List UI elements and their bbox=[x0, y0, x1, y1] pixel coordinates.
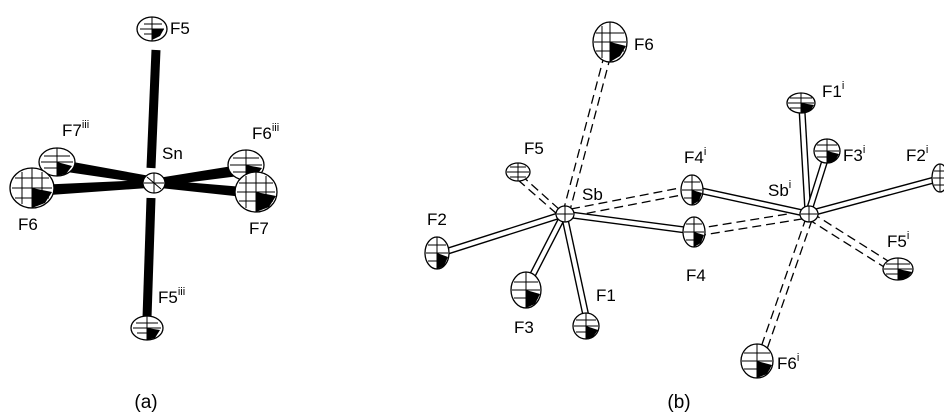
label-b-sbi: Sbi bbox=[768, 179, 791, 200]
label-b-f4: F4 bbox=[686, 266, 706, 285]
label-f7iii: F7iii bbox=[62, 119, 89, 140]
label-sn: Sn bbox=[162, 144, 183, 163]
bond-sn-f7 bbox=[160, 180, 255, 198]
label-b-f6i: F6i bbox=[777, 352, 799, 373]
label-b-f5: F5 bbox=[524, 139, 544, 158]
panel-b-atom-f3 bbox=[510, 271, 542, 309]
panel-b: F6 F5 Sb F2 F3 F1 F4i F4 Sbi F1i F3i F2i… bbox=[424, 21, 944, 413]
panel-a-atom-f7iii bbox=[38, 147, 76, 177]
caption-b: (b) bbox=[667, 392, 690, 413]
panel-b-atom-f2 bbox=[424, 236, 450, 270]
panel-b-atom-f1i bbox=[786, 92, 816, 114]
label-b-f5i: F5i bbox=[887, 230, 909, 251]
label-f7: F7 bbox=[249, 219, 269, 238]
panel-a-atom-f5 bbox=[136, 16, 168, 42]
label-b-f2i: F2i bbox=[906, 144, 928, 165]
panel-b-labels: F6 F5 Sb F2 F3 F1 F4i F4 Sbi F1i F3i F2i… bbox=[427, 35, 928, 373]
bond-sn-f6iii bbox=[158, 164, 247, 186]
panel-b-atom-f2i bbox=[931, 163, 944, 193]
panel-b-atom-sbi bbox=[799, 205, 819, 223]
label-b-f1: F1 bbox=[596, 286, 616, 305]
panel-a: Sn F5 F5iii F7iii F6 F6iii F7 (a) bbox=[9, 16, 279, 413]
panel-b-atom-f4i bbox=[680, 174, 704, 206]
label-b-f3: F3 bbox=[514, 318, 534, 337]
label-b-f3i: F3i bbox=[843, 144, 865, 165]
label-b-sb: Sb bbox=[582, 185, 603, 204]
bond-sn-f7iii bbox=[60, 160, 150, 184]
panel-b-atom-f6i bbox=[740, 343, 774, 379]
bond-sn-f5iii bbox=[142, 197, 156, 319]
label-b-f1i: F1i bbox=[822, 80, 844, 101]
panel-b-atom-sb bbox=[555, 205, 575, 223]
panel-b-atom-f3i bbox=[813, 138, 841, 164]
bond-sn-f5 bbox=[146, 49, 161, 169]
label-b-f6: F6 bbox=[634, 35, 654, 54]
label-f6: F6 bbox=[18, 215, 38, 234]
panel-a-atom-sn bbox=[142, 172, 166, 194]
panel-a-bonds bbox=[36, 49, 255, 319]
panel-b-dashed-contacts bbox=[517, 59, 897, 353]
panel-b-atom-f1 bbox=[572, 312, 600, 340]
label-f6iii: F6iii bbox=[252, 122, 279, 143]
bond-sn-f6 bbox=[36, 180, 148, 196]
panel-b-atom-f5 bbox=[505, 162, 531, 182]
label-b-f2: F2 bbox=[427, 210, 447, 229]
panel-a-atom-f6 bbox=[9, 167, 55, 209]
panel-b-bonds bbox=[446, 109, 935, 317]
panel-a-atom-f5iii bbox=[130, 315, 164, 341]
panel-a-labels: Sn F5 F5iii F7iii F6 F6iii F7 bbox=[18, 19, 279, 307]
label-f5: F5 bbox=[170, 19, 190, 38]
label-f5iii: F5iii bbox=[158, 286, 185, 307]
caption-a: (a) bbox=[134, 392, 157, 413]
panel-b-atom-f6 bbox=[592, 21, 628, 63]
panel-a-atom-f7 bbox=[234, 171, 278, 213]
panel-b-atom-f4 bbox=[682, 216, 706, 248]
panel-b-atom-f5i bbox=[882, 257, 914, 281]
label-b-f4i: F4i bbox=[684, 146, 706, 167]
